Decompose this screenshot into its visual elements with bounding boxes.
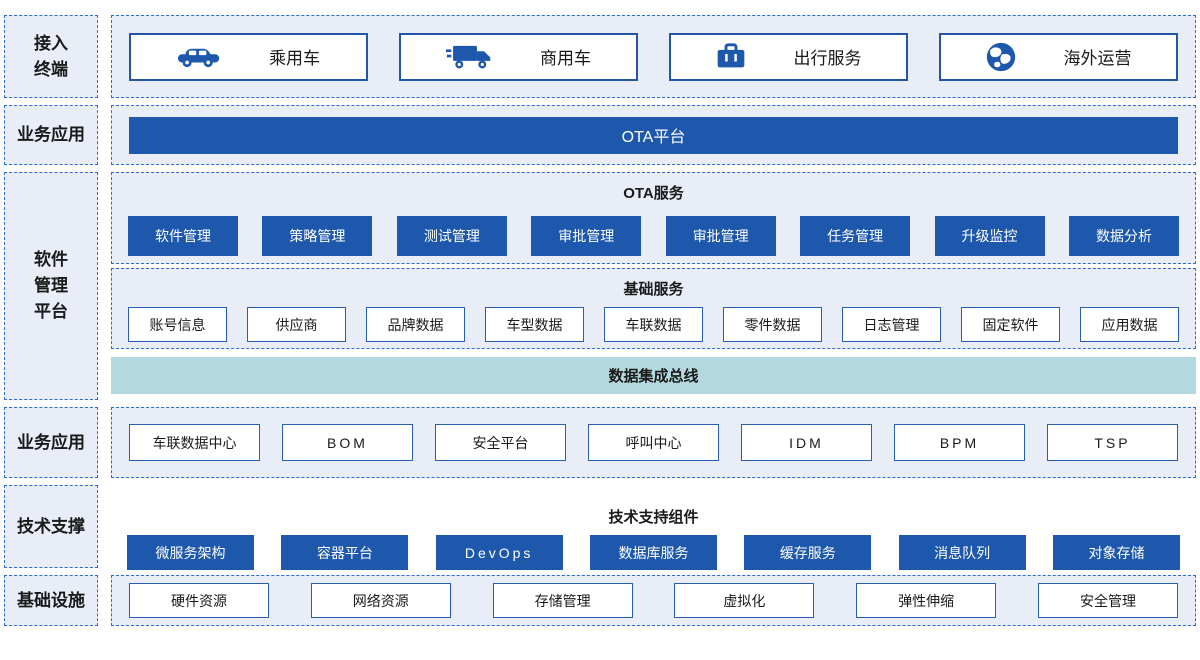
diagram-node: 策略管理 — [262, 216, 373, 256]
diagram-node: 车联数据中心 — [129, 424, 260, 461]
row-business-apps: 业务应用 车联数据中心 BOM 安全平台 呼叫中心 IDM BPM TSP — [4, 407, 1196, 478]
diagram-node: 弹性伸缩 — [856, 583, 997, 618]
ota-services-box: OTA服务 软件管理 策略管理 测试管理 审批管理 审批管理 任务管理 升级监控… — [111, 172, 1196, 264]
data-integration-bus: 数据集成总线 — [111, 357, 1196, 394]
terminal-card-overseas-operation: 海外运营 — [939, 32, 1178, 81]
terminal-card-label: 海外运营 — [1063, 49, 1132, 68]
tech-support-content: 技术支持组件 微服务架构 容器平台 DevOps 数据库服务 缓存服务 消息队列… — [111, 485, 1196, 570]
row-tech-support: 技术支撑 技术支持组件 微服务架构 容器平台 DevOps 数据库服务 缓存服务… — [4, 485, 1196, 570]
row-access-terminals: 接入 终端 乘用车 — [4, 15, 1196, 98]
diagram-node: DevOps — [435, 535, 563, 570]
diagram-node: 对象存储 — [1052, 535, 1180, 570]
diagram-node: 安全平台 — [435, 424, 566, 461]
row-label-line: 软件 — [34, 250, 68, 269]
row-label-line: 业务应用 — [17, 432, 85, 452]
diagram-node: 任务管理 — [800, 216, 911, 256]
business-apps-panel: 车联数据中心 BOM 安全平台 呼叫中心 IDM BPM TSP — [111, 407, 1196, 478]
diagram-node: 消息队列 — [898, 535, 1026, 570]
car-icon — [177, 45, 221, 69]
terminal-card-passenger-car: 乘用车 — [129, 32, 368, 81]
diagram-node: 数据分析 — [1068, 216, 1179, 256]
access-terminals-panel: 乘用车 商用车 — [111, 15, 1196, 98]
diagram-node: TSP — [1047, 424, 1178, 461]
diagram-node: IDM — [741, 424, 872, 461]
tech-support-buttons: 微服务架构 容器平台 DevOps 数据库服务 缓存服务 消息队列 对象存储 — [111, 535, 1196, 570]
row-label-access-terminals: 接入 终端 — [4, 15, 98, 98]
diagram-node: 软件管理 — [128, 216, 238, 256]
diagram-node: 供应商 — [247, 307, 346, 342]
diagram-node: 呼叫中心 — [588, 424, 719, 461]
row-label-line: 管理 — [34, 276, 68, 295]
terminal-card-label: 出行服务 — [793, 49, 862, 68]
ota-services-title: OTA服务 — [623, 185, 684, 202]
row-ota-platform: 业务应用 OTA平台 — [4, 105, 1196, 165]
row-label-business-apps: 业务应用 — [4, 407, 98, 478]
software-mgmt-content: OTA服务 软件管理 策略管理 测试管理 审批管理 审批管理 任务管理 升级监控… — [111, 172, 1196, 400]
diagram-node: BPM — [894, 424, 1025, 461]
diagram-node: 审批管理 — [531, 216, 642, 256]
diagram-node: 测试管理 — [396, 216, 507, 256]
terminal-card-commercial-vehicle: 商用车 — [399, 32, 638, 81]
briefcase-icon — [716, 43, 746, 70]
diagram-node: 零件数据 — [723, 307, 822, 342]
diagram-node: 硬件资源 — [129, 583, 269, 618]
diagram-node: 日志管理 — [842, 307, 941, 342]
diagram-node: 品牌数据 — [366, 307, 465, 342]
diagram-node: 固定软件 — [961, 307, 1060, 342]
tech-support-title: 技术支持组件 — [608, 509, 699, 526]
diagram-node: 容器平台 — [281, 535, 409, 570]
diagram-node: 存储管理 — [492, 583, 633, 618]
truck-icon — [446, 43, 492, 70]
globe-icon — [986, 42, 1016, 72]
basic-services-box: 基础服务 账号信息 供应商 品牌数据 车型数据 车联数据 零件数据 日志管理 固… — [111, 268, 1196, 349]
terminal-card-label: 乘用车 — [269, 49, 320, 68]
diagram-node: 车型数据 — [485, 307, 584, 342]
row-label-business-apps-top: 业务应用 — [4, 105, 98, 165]
diagram-node: 缓存服务 — [744, 535, 872, 570]
diagram-node: BOM — [282, 424, 413, 461]
row-label-tech-support: 技术支撑 — [4, 485, 98, 568]
basic-services-title: 基础服务 — [623, 281, 684, 298]
row-software-mgmt-platform: 软件 管理 平台 OTA服务 软件管理 策略管理 测试管理 审批管理 审批管理 … — [4, 172, 1196, 400]
diagram-node: 虚拟化 — [674, 583, 815, 618]
diagram-node: 审批管理 — [665, 216, 776, 256]
diagram-node: 微服务架构 — [127, 535, 254, 570]
row-label-line: 接入 — [34, 33, 68, 53]
row-label-line: 基础设施 — [17, 590, 85, 610]
diagram-node: 安全管理 — [1037, 583, 1178, 618]
diagram-node: 数据库服务 — [589, 535, 717, 570]
ota-services-buttons: 软件管理 策略管理 测试管理 审批管理 审批管理 任务管理 升级监控 数据分析 — [112, 216, 1195, 256]
basic-services-buttons: 账号信息 供应商 品牌数据 车型数据 车联数据 零件数据 日志管理 固定软件 应… — [112, 307, 1195, 342]
row-label-line: 业务应用 — [17, 125, 85, 144]
diagram-node: 升级监控 — [934, 216, 1045, 256]
terminal-card-travel-service: 出行服务 — [669, 32, 908, 81]
row-label-line: 技术支撑 — [17, 516, 85, 536]
row-infrastructure: 基础设施 硬件资源 网络资源 存储管理 虚拟化 弹性伸缩 安全管理 — [4, 575, 1196, 626]
infrastructure-panel: 硬件资源 网络资源 存储管理 虚拟化 弹性伸缩 安全管理 — [111, 575, 1196, 626]
row-label-line: 终端 — [34, 59, 68, 79]
row-label-software-mgmt: 软件 管理 平台 — [4, 172, 98, 400]
diagram-node: 账号信息 — [128, 307, 227, 342]
diagram-node: 车联数据 — [604, 307, 703, 342]
row-label-infrastructure: 基础设施 — [4, 575, 98, 626]
diagram-node: 应用数据 — [1080, 307, 1179, 342]
diagram-node: 网络资源 — [310, 583, 451, 618]
terminal-card-label: 商用车 — [540, 49, 591, 68]
ota-platform-panel: OTA平台 — [111, 105, 1196, 165]
row-label-line: 平台 — [34, 302, 68, 321]
ota-platform-banner: OTA平台 — [129, 116, 1178, 154]
